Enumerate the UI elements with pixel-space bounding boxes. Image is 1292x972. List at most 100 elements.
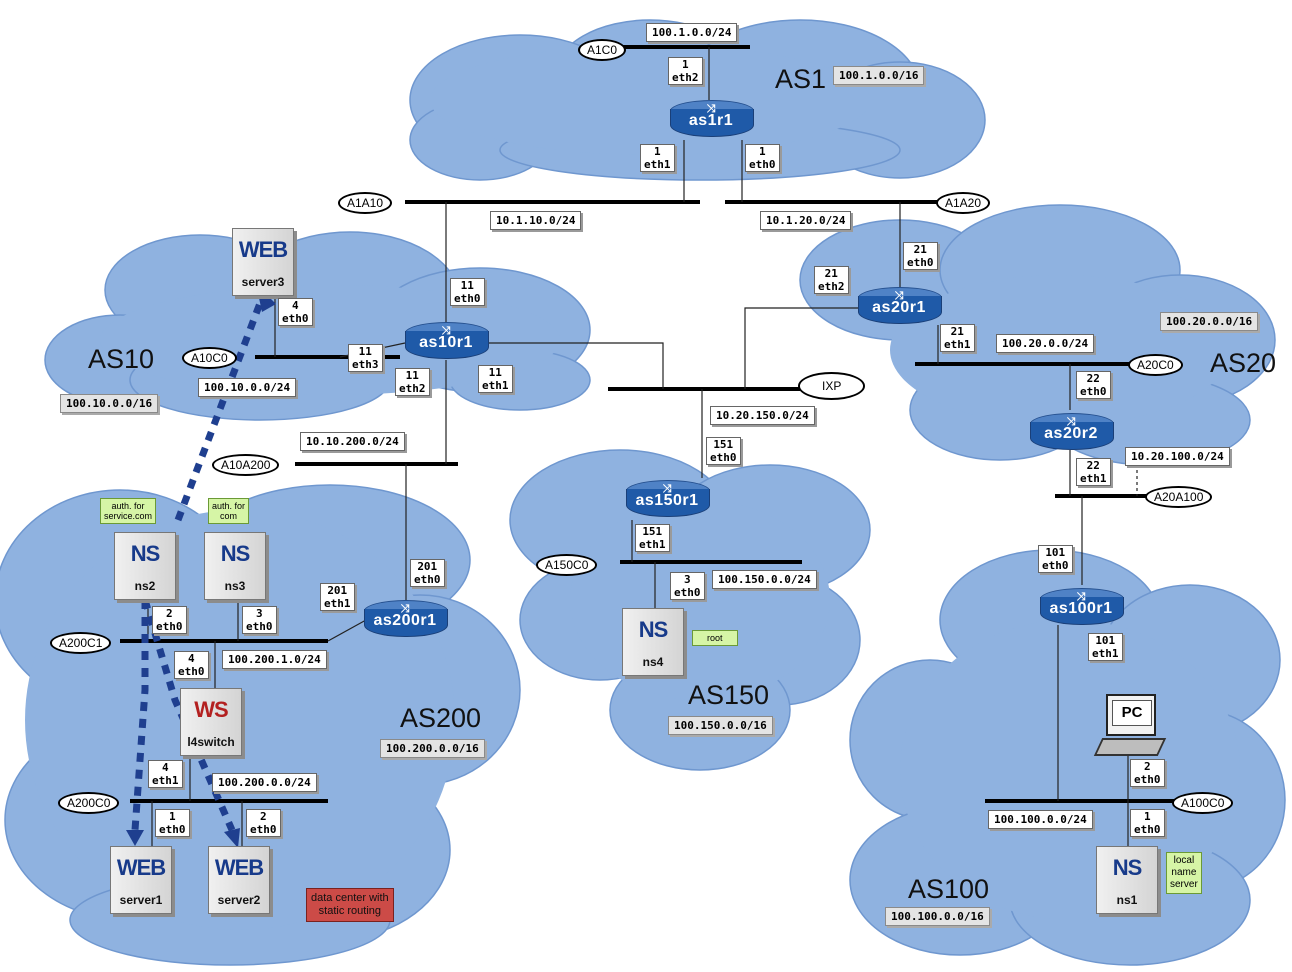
note-line: auth. for	[212, 501, 246, 511]
iface-name: eth1	[944, 338, 971, 351]
router-as150r1[interactable]: ⤨ as150r1	[626, 480, 710, 518]
iface-num: 1	[758, 145, 766, 158]
net-a1c0-label[interactable]: A1C0	[578, 39, 627, 61]
note-line: auth. for	[111, 501, 145, 511]
as1-prefix: 100.1.0.0/16	[833, 66, 925, 85]
net-a20a100-label[interactable]: A20A100	[1145, 486, 1213, 508]
net-a10a200-label[interactable]: A10A200	[212, 454, 280, 476]
net-a200c0-label[interactable]: A200C0	[58, 792, 120, 814]
iface-name: eth0	[1042, 559, 1069, 572]
net-a1a10-prefix: 10.1.10.0/24	[490, 211, 582, 230]
iface-num: 1	[1143, 810, 1151, 823]
net-a20c0-label[interactable]: A20C0	[1128, 354, 1183, 376]
arrowhead-server2	[224, 828, 240, 848]
host-server3[interactable]: WEB server3	[232, 228, 294, 296]
as20-name: AS20	[1210, 348, 1277, 378]
iface-name: eth0	[454, 292, 481, 305]
router-body	[405, 331, 489, 359]
host-name: ns4	[642, 655, 664, 669]
host-ns1[interactable]: NS ns1	[1096, 846, 1158, 914]
note-line: local	[1173, 855, 1195, 866]
host-name: ns1	[1116, 893, 1138, 907]
iface-name: eth0	[282, 312, 309, 325]
net-a1a10-label[interactable]: A1A10	[338, 192, 393, 214]
host-server1[interactable]: WEB server1	[110, 846, 172, 914]
net-a100c0-label[interactable]: A100C0	[1172, 792, 1234, 814]
as100-prefix: 100.100.0.0/16	[885, 907, 990, 926]
router-as20r1[interactable]: ⤨ as20r1	[858, 287, 942, 325]
iface-name: eth2	[399, 382, 426, 395]
note-line: service.com	[104, 511, 153, 521]
iface-name: eth3	[352, 358, 379, 371]
router-as200r1[interactable]: ⤨ as200r1	[364, 600, 448, 638]
monitor-icon: PC	[1106, 694, 1156, 736]
name-server-icon: NS	[1112, 855, 1143, 880]
net-a20a100-prefix: 10.20.100.0/24	[1125, 447, 1230, 466]
arrowhead-server1	[126, 830, 144, 846]
iface-name: eth0	[674, 586, 701, 599]
router-arrows-icon: ⤨	[400, 602, 410, 615]
iface-name: eth0	[178, 665, 205, 678]
iface-name: eth0	[1134, 773, 1161, 786]
router-as1r1[interactable]: ⤨ as1r1	[670, 100, 754, 138]
iface-num: 11	[358, 345, 372, 358]
iface-num: 101	[1045, 546, 1066, 559]
net-ixp-label[interactable]: IXP	[798, 372, 866, 400]
iface-num: 4	[187, 652, 195, 665]
as200-name: AS200	[400, 703, 482, 733]
as150-prefix: 100.150.0.0/16	[668, 716, 773, 735]
net-ixp-prefix: 10.20.150.0/24	[710, 406, 815, 425]
iface-name: eth0	[1080, 385, 1107, 398]
as1-name: AS1	[775, 64, 827, 94]
host-name: server2	[217, 893, 261, 907]
router-arrows-icon: ⤨	[894, 289, 904, 302]
iface-num: 201	[327, 584, 348, 597]
iface-num: 201	[417, 560, 438, 573]
host-server2[interactable]: WEB server2	[208, 846, 270, 914]
router-arrows-icon: ⤨	[1076, 590, 1086, 603]
cloud-as1	[409, 19, 986, 181]
router-as10r1[interactable]: ⤨ as10r1	[405, 322, 489, 360]
host-ns4[interactable]: NS ns4	[622, 608, 684, 676]
iface-name: eth0	[156, 620, 183, 633]
router-arrows-icon: ⤨	[662, 482, 672, 495]
host-l4switch[interactable]: WS l4switch	[180, 688, 242, 756]
iface-name: eth0	[246, 620, 273, 633]
net-a10c0-label[interactable]: A10C0	[182, 347, 237, 369]
net-a1a20-label[interactable]: A1A20	[936, 192, 991, 214]
router-arrows-icon: ⤨	[441, 324, 451, 337]
router-as100r1[interactable]: ⤨ as100r1	[1040, 588, 1124, 626]
host-ns2[interactable]: NS ns2	[114, 532, 176, 600]
as10-name: AS10	[88, 344, 155, 374]
name-server-icon: NS	[220, 541, 251, 566]
iface-num: 22	[1086, 459, 1100, 472]
net-a100c0-prefix: 100.100.0.0/24	[988, 810, 1093, 829]
note-line: name	[1171, 867, 1197, 878]
as20-prefix: 100.20.0.0/16	[1160, 312, 1259, 331]
net-a150c0-label[interactable]: A150C0	[536, 554, 598, 576]
router-body	[1040, 597, 1124, 625]
host-name: server3	[241, 275, 285, 289]
host-pc[interactable]: PC	[1092, 694, 1167, 762]
host-ns3[interactable]: NS ns3	[204, 532, 266, 600]
iface-name: eth0	[907, 256, 934, 269]
as200-prefix: 100.200.0.0/16	[380, 739, 485, 758]
router-as20r2[interactable]: ⤨ as20r2	[1030, 413, 1114, 451]
web-server-icon: WEB	[116, 855, 166, 880]
net-a200c1-label[interactable]: A200C1	[50, 632, 112, 654]
iface-name: eth1	[639, 538, 666, 551]
